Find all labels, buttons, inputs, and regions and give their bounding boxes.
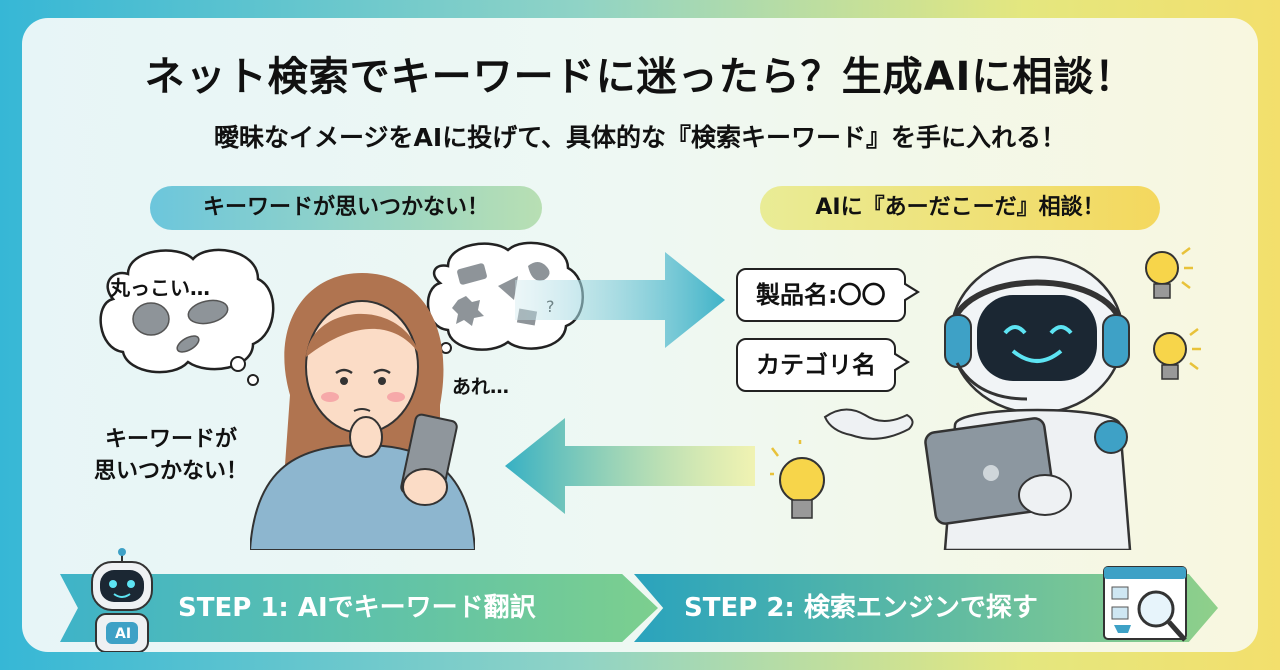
right-heading-pill: AIに『あーだこーだ』相談！ bbox=[760, 186, 1160, 230]
side-caption-line1: キーワードが bbox=[104, 427, 237, 452]
side-caption: キーワードが 思いつかない！ bbox=[76, 424, 266, 488]
lightbulb-icon-2 bbox=[1153, 328, 1201, 380]
thought-bubble-icon bbox=[99, 248, 275, 386]
robot-badge: AI bbox=[115, 626, 132, 642]
magnifier-icon bbox=[1137, 590, 1175, 628]
side-caption-line2: 思いつかない！ bbox=[93, 459, 248, 484]
arrow-left-icon bbox=[505, 418, 755, 514]
lightbulb-icon-3 bbox=[770, 440, 825, 519]
lightbulb-icon bbox=[1145, 247, 1193, 299]
thought-text: 丸っこい… bbox=[110, 276, 210, 300]
woman-figure-icon bbox=[250, 273, 475, 550]
page-subtitle: 曖昧なイメージをAIに投げて、具体的な『検索キーワード』を手に入れる！ bbox=[214, 123, 1066, 152]
arrow-right-icon bbox=[515, 252, 725, 348]
page-title: ネット検索でキーワードに迷ったら？生成AIに相談！ bbox=[144, 54, 1136, 100]
robot-icon bbox=[823, 255, 1132, 550]
small-robot-icon bbox=[91, 548, 153, 652]
speech-product-name: 製品名:〇〇 bbox=[736, 268, 920, 322]
cart-icon bbox=[1114, 625, 1131, 633]
speech-category-name: カテゴリ名 bbox=[736, 338, 910, 392]
browser-search-icon bbox=[1103, 566, 1187, 642]
step-1-label: STEP 1: AIでキーワード翻訳 bbox=[178, 593, 536, 623]
step-1-banner: STEP 1: AIでキーワード翻訳 bbox=[60, 574, 658, 642]
are-text: あれ… bbox=[452, 376, 510, 398]
step-2-label: STEP 2: 検索エンジンで探す bbox=[684, 593, 1038, 623]
left-heading-pill: キーワードが思いつかない！ bbox=[150, 186, 542, 230]
